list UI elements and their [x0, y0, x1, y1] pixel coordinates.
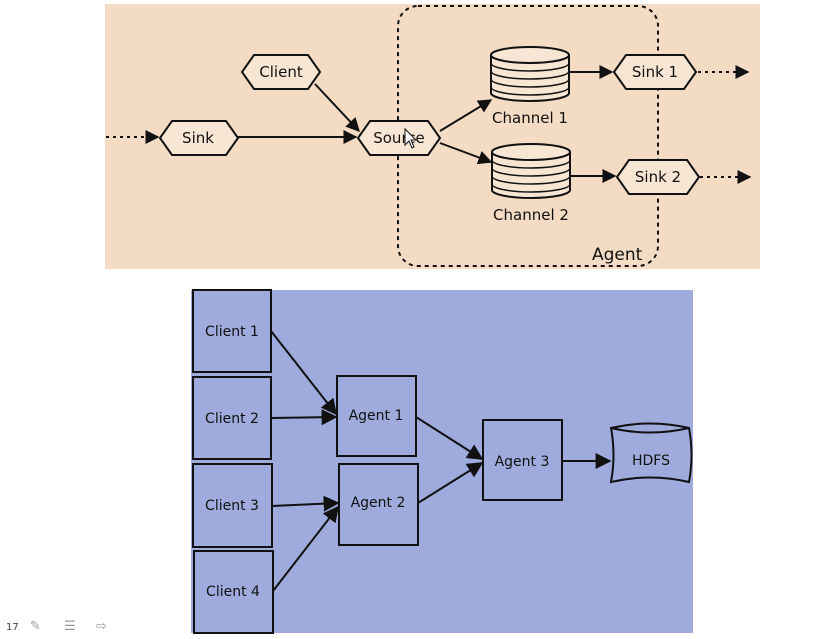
client-3-box: Client 3	[192, 463, 273, 548]
source-to-channel-2-arrow	[439, 142, 493, 165]
source-node-label: Source	[373, 129, 425, 147]
client-4-label: Client 4	[206, 584, 260, 600]
agent-2-to-agent-3-arrow	[417, 462, 484, 504]
client-1-label: Client 1	[205, 324, 259, 340]
agent-2-box: Agent 2	[338, 463, 419, 546]
client-2-to-agent-1-arrow	[270, 409, 338, 426]
client-3-label: Client 3	[205, 498, 259, 514]
sink-in-node-label: Sink	[182, 129, 214, 147]
client-1-box: Client 1	[192, 289, 272, 373]
page-number: 17	[6, 622, 19, 633]
sink-1-node: Sink 1	[612, 54, 698, 90]
agent-2-label: Agent 2	[351, 495, 406, 511]
client-2-box: Client 2	[192, 376, 272, 460]
channel-2-label: Channel 2	[493, 206, 569, 224]
next-arrow-icon[interactable]: ⇨	[96, 619, 107, 634]
client-4-box: Client 4	[193, 550, 274, 634]
slide-footer: 17 ✎ ☰ ⇨	[0, 614, 160, 639]
sink-in-node: Sink	[158, 120, 240, 156]
client-3-to-agent-2-arrow	[271, 495, 340, 512]
top-diagram: Agent Client Sink Source	[105, 4, 760, 269]
hdfs-storage: HDFS	[609, 422, 693, 484]
menu-icon[interactable]: ☰	[64, 619, 76, 634]
mouse-cursor-icon	[404, 127, 418, 149]
sink-1-label: Sink 1	[632, 63, 678, 81]
sink-2-label: Sink 2	[635, 168, 681, 186]
client-1-to-agent-1-arrow	[270, 330, 337, 416]
client-node-label: Client	[259, 63, 303, 81]
pen-icon[interactable]: ✎	[30, 619, 41, 634]
source-node: Source	[356, 120, 442, 156]
client-4-to-agent-2-arrow	[272, 505, 339, 592]
channel-2-node: Channel 2	[491, 143, 571, 224]
agent-3-box: Agent 3	[482, 419, 563, 501]
client-node: Client	[240, 54, 322, 90]
client-to-source-arrow	[314, 83, 360, 133]
agent-boundary-label: Agent	[592, 245, 643, 265]
agent-1-box: Agent 1	[336, 375, 417, 457]
client-2-label: Client 2	[205, 411, 259, 427]
agent-boundary	[397, 5, 659, 267]
agent-1-label: Agent 1	[349, 408, 404, 424]
hdfs-label: HDFS	[632, 453, 670, 469]
sink-2-node: Sink 2	[615, 159, 701, 195]
channel-1-label: Channel 1	[492, 109, 568, 127]
source-to-channel-1-arrow	[439, 99, 493, 132]
agent-3-label: Agent 3	[495, 454, 550, 470]
agent-1-to-agent-3-arrow	[415, 416, 484, 460]
channel-1-node: Channel 1	[490, 46, 570, 127]
bottom-diagram: Client 1 Client 2 Client 3 Client 4 Agen…	[191, 289, 693, 634]
